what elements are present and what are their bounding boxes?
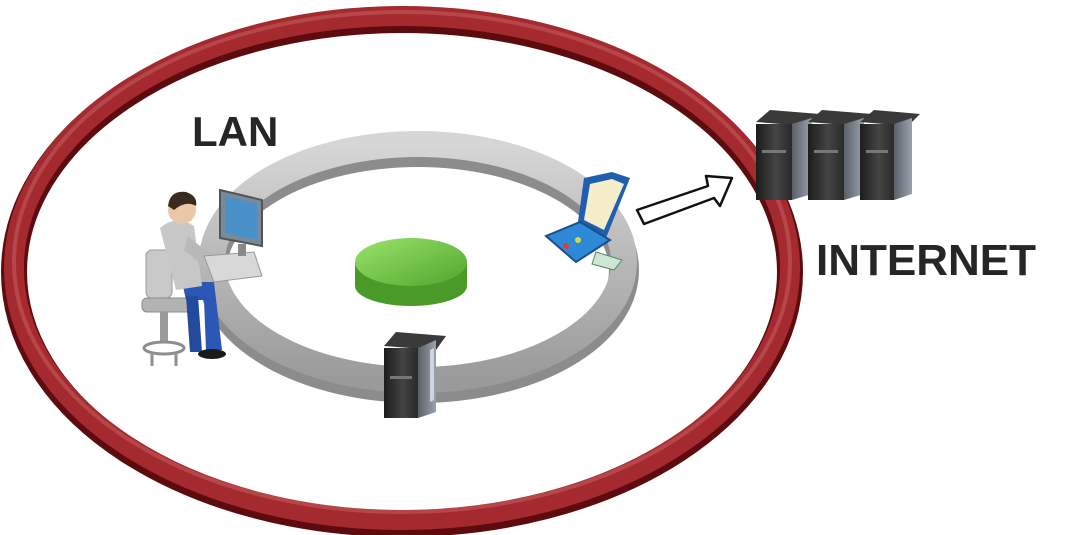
laptop-icon [544,172,630,271]
person-at-computer-icon [141,188,263,366]
connection-arrow-icon [635,174,734,226]
server-tower-icon [384,332,446,418]
server-rack-icon [756,110,920,200]
outer-ring [1,6,803,535]
lan-label: LAN [192,108,279,155]
network-hub-icon [355,238,467,306]
internet-label: INTERNET [816,236,1036,285]
